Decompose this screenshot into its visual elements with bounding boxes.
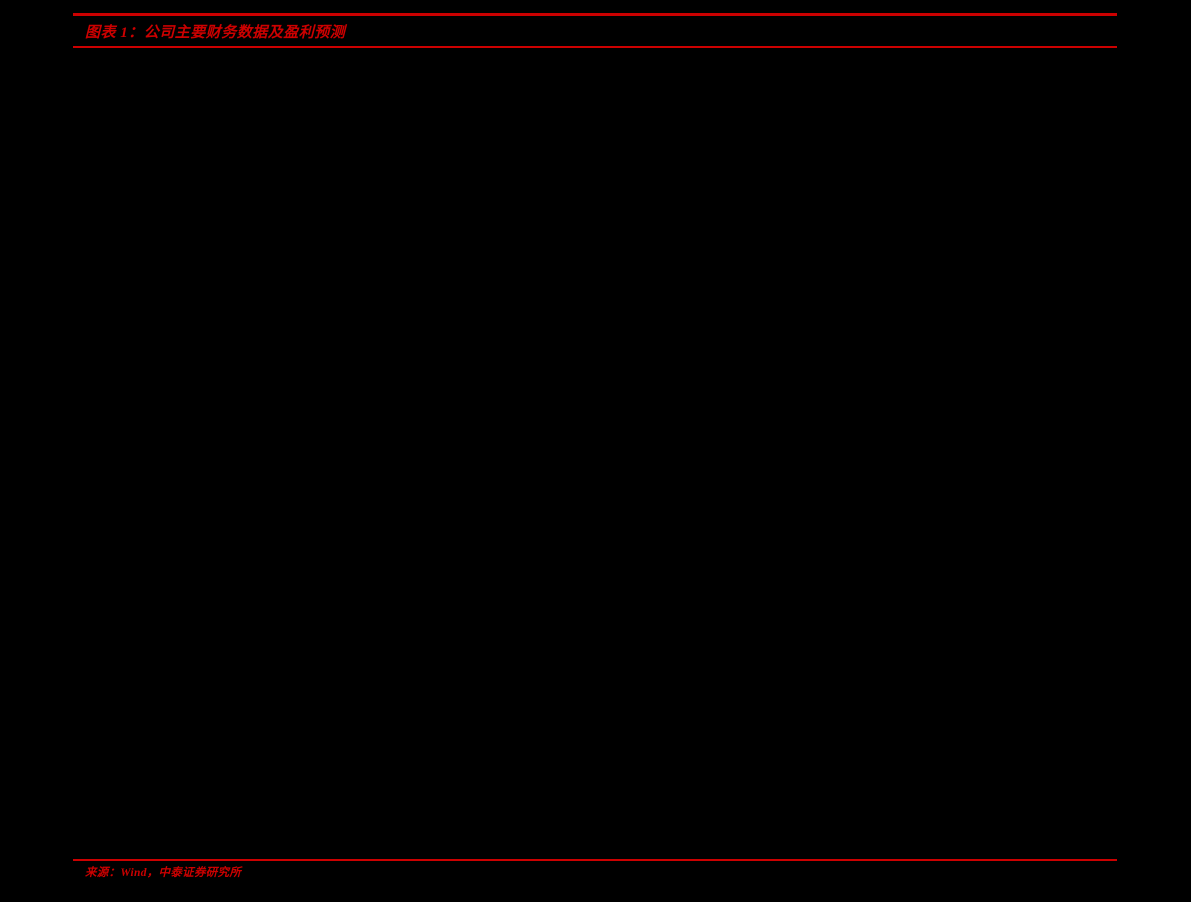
table-column-header xyxy=(222,48,372,52)
table-header xyxy=(73,48,1117,52)
financial-data-table xyxy=(73,48,1117,84)
table-cell xyxy=(520,64,670,68)
table-cell xyxy=(818,68,968,72)
table-cell xyxy=(222,80,372,84)
table-cell xyxy=(967,72,1117,76)
page-title: 图表 1：公司主要财务数据及盈利预测 xyxy=(73,16,1117,46)
source-note-text: 来源：Wind，中泰证券研究所 xyxy=(85,867,242,879)
exhibit-title-text: 图表 1：公司主要财务数据及盈利预测 xyxy=(85,24,346,41)
table-cell xyxy=(967,76,1117,80)
table-cell xyxy=(371,80,521,84)
table-cell xyxy=(669,56,819,60)
table-cell xyxy=(222,72,372,76)
table-cell xyxy=(967,60,1117,64)
table-cell xyxy=(520,68,670,72)
table-cell xyxy=(669,80,819,84)
table-cell xyxy=(818,60,968,64)
table-column-header xyxy=(520,48,670,52)
table-cell xyxy=(818,76,968,80)
table-cell xyxy=(520,72,670,76)
table-cell xyxy=(967,80,1117,84)
table-row xyxy=(73,64,1117,68)
table-cell xyxy=(371,72,521,76)
table-cell xyxy=(520,52,670,56)
table-body xyxy=(73,52,1117,84)
table-cell xyxy=(669,76,819,80)
table-cell xyxy=(967,52,1117,56)
table-cell xyxy=(967,68,1117,72)
table-cell xyxy=(818,52,968,56)
table-cell xyxy=(818,80,968,84)
table-header-row xyxy=(73,48,1117,52)
table-cell xyxy=(669,64,819,68)
table-row xyxy=(73,72,1117,76)
table-cell xyxy=(818,56,968,60)
table-cell xyxy=(222,52,372,56)
table-cell xyxy=(222,60,372,64)
table-column-header xyxy=(967,48,1117,52)
table-cell xyxy=(73,56,223,60)
table-cell xyxy=(73,76,223,80)
table-column-header xyxy=(371,48,521,52)
table-column-header xyxy=(73,48,223,52)
table-cell xyxy=(73,52,223,56)
header-rule-top xyxy=(73,13,1117,16)
table-cell xyxy=(222,64,372,68)
table-cell xyxy=(818,72,968,76)
table-cell xyxy=(520,56,670,60)
table-cell xyxy=(222,68,372,72)
table-cell xyxy=(371,68,521,72)
table-cell xyxy=(371,64,521,68)
table-column-header xyxy=(669,48,819,52)
table-cell xyxy=(73,80,223,84)
exhibit-header: 图表 1：公司主要财务数据及盈利预测 xyxy=(73,13,1117,48)
table-cell xyxy=(520,60,670,64)
source-note: 来源：Wind，中泰证券研究所 xyxy=(73,861,1117,883)
exhibit-table-region xyxy=(73,48,1117,858)
table-row xyxy=(73,76,1117,80)
table-column-header xyxy=(818,48,968,52)
table-cell xyxy=(73,68,223,72)
table-row xyxy=(73,56,1117,60)
exhibit-footer: 来源：Wind，中泰证券研究所 xyxy=(73,859,1117,883)
table-row xyxy=(73,80,1117,84)
table-row xyxy=(73,52,1117,56)
table-cell xyxy=(73,60,223,64)
header-rule-bottom xyxy=(73,46,1117,48)
footer-rule xyxy=(73,859,1117,861)
table-cell xyxy=(520,80,670,84)
table-cell xyxy=(371,56,521,60)
table-cell xyxy=(669,72,819,76)
table-cell xyxy=(73,72,223,76)
table-row xyxy=(73,60,1117,64)
table-row xyxy=(73,68,1117,72)
table-cell xyxy=(520,76,670,80)
table-cell xyxy=(371,52,521,56)
table-cell xyxy=(669,68,819,72)
table-cell xyxy=(222,56,372,60)
table-cell xyxy=(669,60,819,64)
table-cell xyxy=(967,56,1117,60)
table-cell xyxy=(222,76,372,80)
table-cell xyxy=(967,64,1117,68)
table-cell xyxy=(371,60,521,64)
table-cell xyxy=(73,64,223,68)
table-cell xyxy=(669,52,819,56)
table-cell xyxy=(818,64,968,68)
table-cell xyxy=(371,76,521,80)
